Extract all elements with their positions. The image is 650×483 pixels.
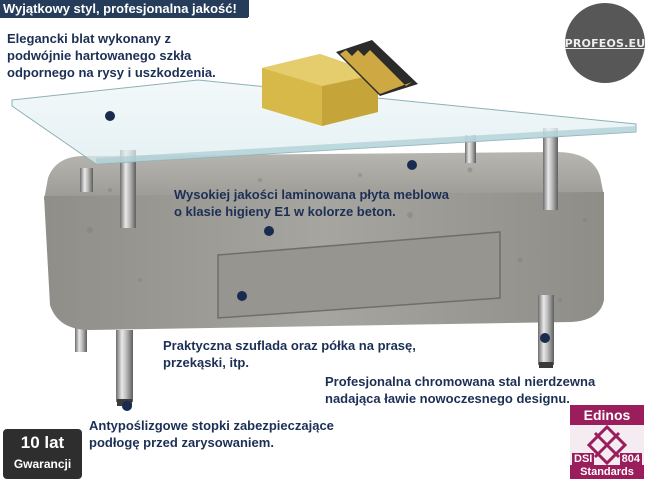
callout-laminate: Wysokiej jakości laminowana płyta meblow…	[174, 186, 449, 220]
warranty-years: 10 lat	[20, 433, 65, 452]
callout-drawer-line2: przekąski, itp.	[163, 355, 249, 370]
callout-laminate-line1: Wysokiej jakości laminowana płyta meblow…	[174, 187, 450, 202]
glass-edge	[96, 126, 636, 164]
drawer-front	[217, 231, 501, 319]
box-top	[262, 54, 378, 86]
brand-logo[interactable]: PROFEOS.EU	[565, 3, 645, 83]
concrete-shelf-top	[44, 152, 604, 200]
marker-dot-drawer-handle	[237, 291, 247, 301]
callout-drawer-line1: Praktyczna szuflada oraz półka na prasę,	[163, 338, 416, 353]
glass-support-1	[80, 168, 93, 192]
brand-logo-text: PROFEOS.EU	[564, 36, 646, 50]
certification-dsi: DSI	[572, 453, 595, 465]
warranty-label: Gwarancji	[13, 457, 72, 471]
callout-glass-top: Elegancki blat wykonany z podwójnie hart…	[7, 30, 216, 81]
callout-steel-line2: nadająca ławie nowoczesnego designu.	[325, 391, 570, 406]
callout-drawer: Praktyczna szuflada oraz półka na prasę,…	[163, 337, 416, 371]
callout-feet: Antypoślizgowe stopki zabezpieczające po…	[89, 417, 334, 451]
callout-glass-line3: odpornego na rysy i uszkodzenia.	[7, 65, 216, 80]
front-leg-right	[538, 295, 554, 365]
certification-brand: Edinos	[570, 405, 644, 425]
diamond-cross-icon	[587, 425, 627, 465]
marker-dot-feet	[122, 401, 132, 411]
certification-badge: Edinos DSI 804 Standards	[570, 405, 644, 479]
callout-feet-line1: Antypoślizgowe stopki zabezpieczające	[89, 418, 334, 433]
callout-glass-line1: Elegancki blat wykonany z	[7, 31, 171, 46]
marker-dot-laminate	[407, 160, 417, 170]
glass-support-2	[120, 150, 136, 228]
marker-dot-drawer	[264, 226, 274, 236]
callout-feet-line2: podłogę przed zarysowaniem.	[89, 435, 274, 450]
marker-dot-glass	[105, 111, 115, 121]
glass-support-3	[465, 135, 476, 163]
callout-steel-line1: Profesjonalna chromowana stal nierdzewna	[325, 374, 596, 389]
box-side	[322, 74, 378, 126]
page-title: Wyjątkowy styl, profesjonalna jakość!	[0, 0, 249, 17]
callout-laminate-line2: o klasie higieny E1 w kolorze beton.	[174, 204, 396, 219]
warranty-badge: 10 lat Gwarancji	[3, 429, 82, 479]
callout-glass-line2: podwójnie hartowanego szkła	[7, 48, 192, 63]
header-divider	[0, 17, 248, 18]
front-leg-left	[116, 330, 133, 402]
callout-steel: Profesjonalna chromowana stal nierdzewna…	[325, 373, 595, 407]
certification-standard: Standards	[570, 465, 644, 479]
foot-right	[539, 362, 553, 368]
glass-support-4	[543, 128, 558, 210]
box-lid-pattern	[340, 50, 412, 94]
marker-dot-steel	[540, 333, 550, 343]
certification-code: 804	[619, 453, 642, 465]
